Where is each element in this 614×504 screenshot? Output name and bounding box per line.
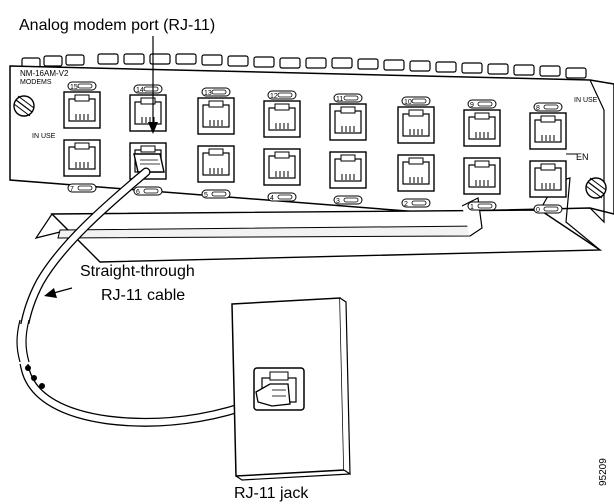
in-use-label-left: IN USE — [32, 133, 56, 140]
port-number-label: 10 — [404, 99, 412, 106]
port-number-label: 0 — [536, 207, 540, 214]
port-number-label: 1 — [470, 204, 474, 211]
port-number-label: 7 — [70, 186, 74, 193]
cable-callout-line1: Straight-through — [80, 263, 195, 280]
rj11-port-13[interactable]: 13 — [198, 88, 234, 134]
cable-callout-line2: RJ-11 cable — [101, 287, 185, 304]
port-number-label: 14 — [136, 87, 144, 94]
rj11-port-11[interactable]: 11 — [330, 94, 366, 140]
modems-label: MODEMS — [20, 79, 52, 86]
in-use-label-right: IN USE — [574, 97, 598, 104]
rj11-port-15[interactable]: 15 — [64, 82, 100, 128]
rj11-port-4[interactable]: 4 — [264, 149, 300, 202]
port-number-label: 5 — [204, 192, 208, 199]
port-number-label: 11 — [336, 96, 343, 103]
rj11-port-0[interactable]: 0 — [530, 161, 566, 214]
modem-port-callout: Analog modem port (RJ-11) — [19, 17, 215, 34]
right-thumbscrew — [586, 178, 606, 198]
jack-callout: RJ-11 jack — [234, 485, 309, 502]
rj11-port-3[interactable]: 3 — [330, 152, 366, 205]
rj11-port-14[interactable]: 14 — [130, 85, 166, 131]
rj11-port-10[interactable]: 10 — [398, 97, 434, 143]
port-number-label: 3 — [336, 198, 340, 205]
module-model-label: NM-16AM-V2 — [20, 69, 69, 78]
left-thumbscrew — [14, 96, 34, 116]
rj11-port-8[interactable]: 8 — [530, 103, 566, 149]
port-number-label: 4 — [270, 195, 274, 202]
rj11-port-7[interactable]: 7 — [64, 140, 100, 193]
figure-id: 95209 — [598, 458, 609, 486]
port-number-label: 9 — [470, 102, 474, 109]
rj11-port-1[interactable]: 1 — [464, 158, 500, 211]
port-number-label: 6 — [136, 189, 140, 196]
port-number-label: 12 — [270, 93, 278, 100]
port-number-label: 15 — [70, 84, 78, 91]
rj11-port-9[interactable]: 9 — [464, 100, 500, 146]
cable-callout-arrowhead — [44, 288, 57, 298]
rj11-wall-jack — [232, 298, 350, 480]
port-number-label: 8 — [536, 105, 540, 112]
rj11-port-5[interactable]: 5 — [198, 146, 234, 199]
port-number-label: 13 — [204, 90, 212, 97]
port-number-label: 2 — [404, 201, 408, 208]
rj11-port-12[interactable]: 12 — [264, 91, 300, 137]
rj11-port-2[interactable]: 2 — [398, 155, 434, 208]
